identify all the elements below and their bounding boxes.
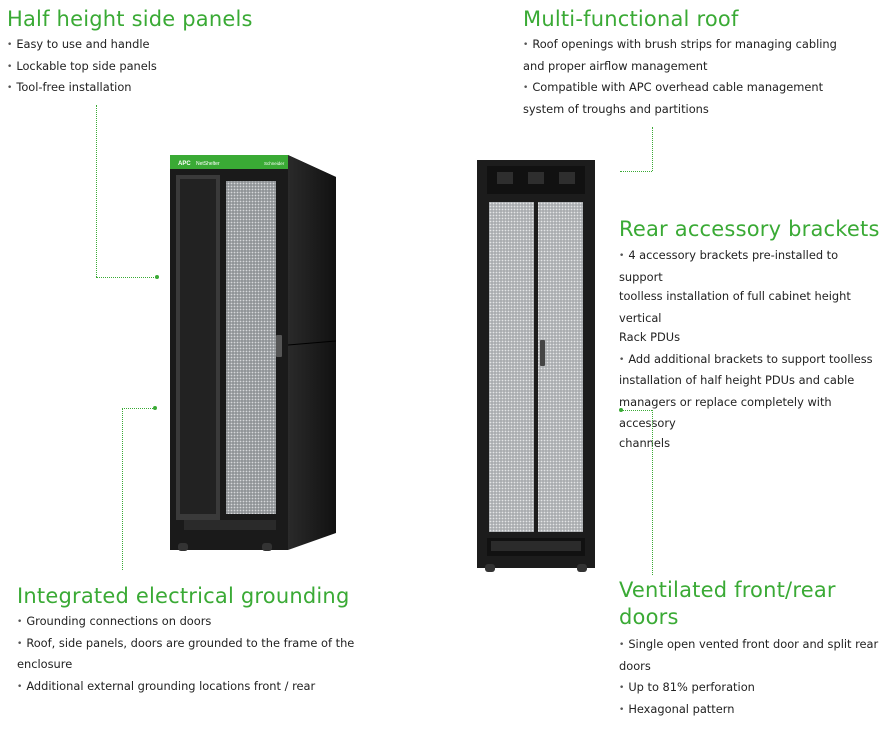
list-item: Lockable top side panels <box>7 57 227 79</box>
callout-line-side-panels-v <box>96 105 97 277</box>
callout-line-grounding-h <box>122 408 155 409</box>
list-item-text: installation of half height PDUs and cab… <box>619 373 855 387</box>
list-item-text: Rack PDUs <box>619 330 681 344</box>
list-item: Rack PDUs <box>619 328 881 350</box>
callout-line-doors-h <box>622 410 652 411</box>
list-item: Grounding connections on doors <box>17 612 357 634</box>
list-item: installation of half height PDUs and cab… <box>619 371 881 393</box>
list-item-text: system of troughs and partitions <box>523 101 709 116</box>
cabinet-rear-image <box>477 160 595 572</box>
callout-line-side-panels-h <box>96 277 156 278</box>
list-item: Single open vented front door and split … <box>619 635 881 657</box>
maker-label: Schneider <box>264 161 285 166</box>
list-item: 4 accessory brackets pre-installed to su… <box>619 246 881 287</box>
callout-line-grounding-v <box>122 408 123 570</box>
callout-dot-grounding <box>153 406 157 410</box>
doors-bullets: Single open vented front door and split … <box>619 635 881 721</box>
brackets-bullets: 4 accessory brackets pre-installed to su… <box>619 246 881 455</box>
callout-dot-doors <box>619 408 623 412</box>
list-item-text: channels <box>619 435 671 450</box>
callout-line-roof-h <box>620 171 652 172</box>
list-item: system of troughs and partitions <box>523 100 843 122</box>
list-item: Roof openings with brush strips for mana… <box>523 35 843 57</box>
doors-heading-line1: Ventilated front/rear <box>619 578 836 602</box>
cabinet-front-perspective-image: APC NetShelter Schneider <box>170 155 336 551</box>
brand-label: APC <box>178 161 191 167</box>
brackets-heading: Rear accessory brackets <box>619 217 880 241</box>
list-item-text: toolless installation of full cabinet he… <box>619 289 851 325</box>
list-item: and proper airflow management <box>523 57 843 79</box>
side-panels-heading: Half height side panels <box>7 7 253 31</box>
callout-line-doors-v <box>652 410 653 575</box>
list-item-text: doors <box>619 658 651 673</box>
list-item: doors <box>619 657 881 679</box>
list-item-text: and proper airflow management <box>523 58 708 73</box>
list-item: Tool-free installation <box>7 78 227 100</box>
callout-line-roof-v <box>652 127 653 171</box>
list-item-text: managers or replace completely with acce… <box>619 394 832 431</box>
list-item: toolless installation of full cabinet he… <box>619 287 881 328</box>
list-item: Add additional brackets to support tooll… <box>619 350 881 372</box>
callout-dot-side-panels <box>155 275 159 279</box>
grounding-bullets: Grounding connections on doors Roof, sid… <box>17 612 357 698</box>
doors-heading-line2: doors <box>619 605 679 629</box>
list-item: managers or replace completely with acce… <box>619 393 881 434</box>
list-item: Easy to use and handle <box>7 35 227 57</box>
side-panels-bullets: Easy to use and handle Lockable top side… <box>7 35 227 100</box>
list-item: Hexagonal pattern <box>619 700 881 722</box>
roof-heading: Multi-functional roof <box>523 7 739 31</box>
grounding-heading: Integrated electrical grounding <box>17 584 350 608</box>
roof-bullets: Roof openings with brush strips for mana… <box>523 35 843 121</box>
model-label: NetShelter <box>196 161 220 167</box>
list-item-text: enclosure <box>17 657 73 671</box>
list-item: Roof, side panels, doors are grounded to… <box>17 634 357 656</box>
list-item: channels <box>619 434 881 456</box>
list-item: enclosure <box>17 655 357 677</box>
list-item: Additional external grounding locations … <box>17 677 357 699</box>
list-item: Compatible with APC overhead cable manag… <box>523 78 843 100</box>
list-item: Up to 81% perforation <box>619 678 881 700</box>
